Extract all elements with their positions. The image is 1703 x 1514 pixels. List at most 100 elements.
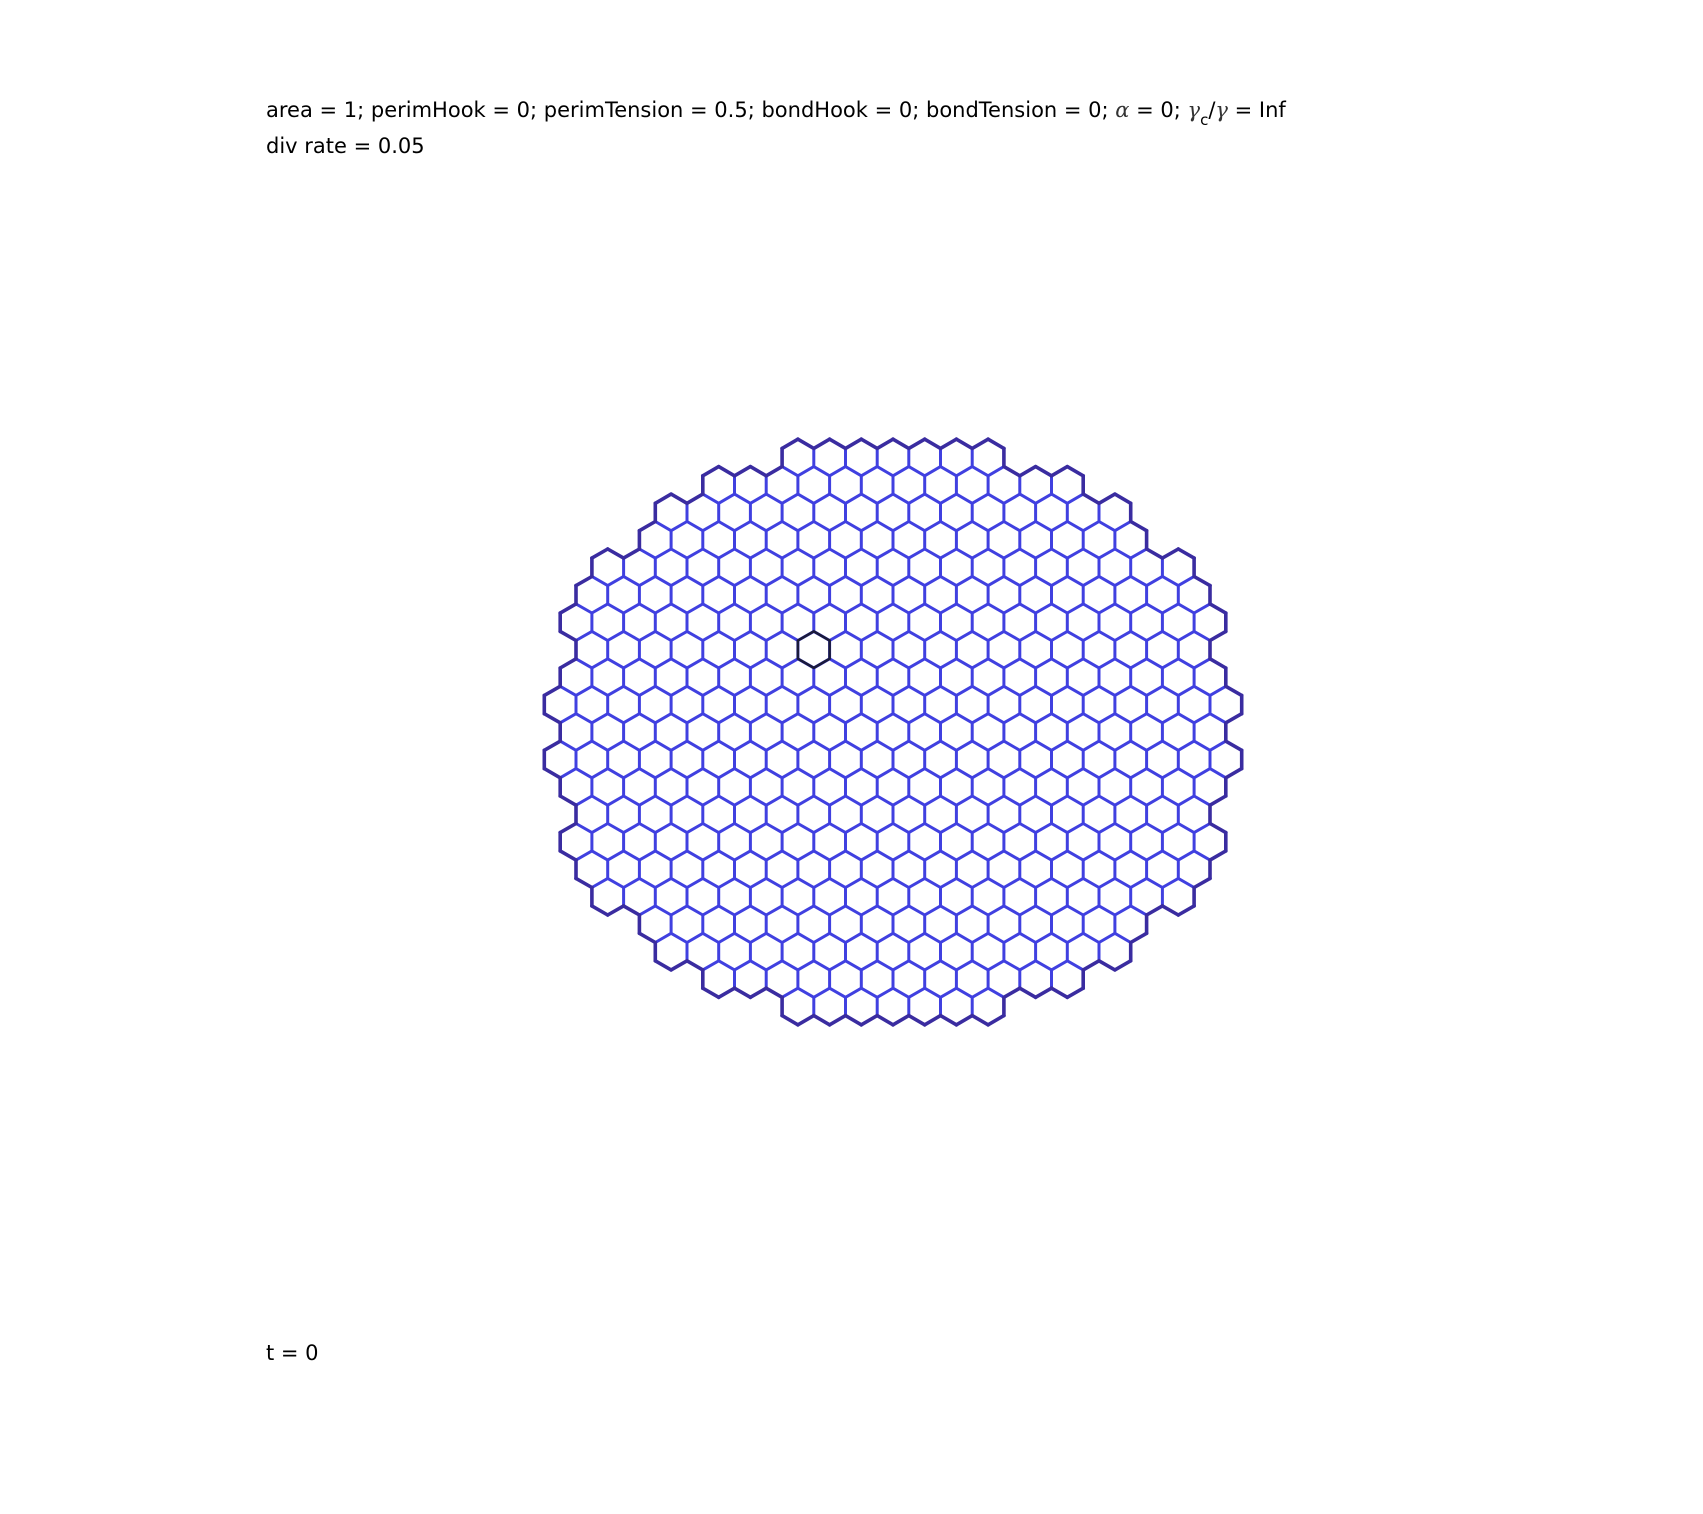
cell: [1145, 858, 1180, 889]
cell-bond: [701, 520, 721, 533]
cell-bond: [780, 492, 800, 505]
cell: [669, 529, 705, 560]
cell: [954, 639, 990, 670]
cell: [875, 721, 911, 752]
cell-bond: [891, 602, 911, 615]
cell-bond: [1145, 876, 1164, 889]
cell: [733, 639, 768, 670]
cell: [1050, 529, 1085, 560]
cell: [907, 501, 942, 533]
cell-bond: [844, 822, 863, 835]
cell-bond: [1192, 629, 1212, 642]
cell: [1034, 886, 1069, 917]
cell: [828, 748, 863, 780]
cell-bond: [558, 767, 578, 780]
cell-bond: [1034, 602, 1053, 615]
cell-bond: [574, 794, 594, 807]
cell: [1113, 693, 1149, 725]
cell-bond: [923, 684, 942, 697]
boundary-bond: [1128, 519, 1149, 533]
cell: [939, 501, 974, 533]
cell: [939, 886, 974, 917]
cell-bond: [606, 629, 626, 642]
cell-bond: [733, 629, 752, 642]
cell-bond: [1129, 876, 1149, 889]
cell: [1081, 584, 1117, 615]
cell-bond: [812, 849, 832, 862]
cell: [606, 748, 641, 780]
cell-bond: [1081, 520, 1101, 533]
cell-bond: [970, 465, 990, 478]
cell: [1081, 693, 1117, 725]
cell-bond: [701, 684, 721, 697]
cell-bond: [1065, 492, 1085, 505]
cell-bond: [970, 876, 990, 889]
boundary-bond: [542, 766, 563, 780]
cell-bond: [1097, 684, 1117, 697]
cell-bond: [1192, 657, 1212, 670]
cell-bond: [606, 876, 626, 889]
cell-bond: [717, 520, 736, 533]
boundary-bond: [1097, 492, 1117, 506]
cell: [574, 748, 610, 780]
cell-bond: [844, 492, 863, 505]
cell: [1145, 639, 1180, 670]
cell-bond: [939, 492, 958, 505]
cell: [700, 968, 737, 1000]
cell-bond: [622, 629, 641, 642]
cell-bond: [669, 684, 689, 697]
cell: [653, 721, 689, 752]
boundary-bond: [938, 1013, 959, 1027]
cell-bond: [733, 657, 752, 670]
cell-bond: [1002, 931, 1022, 944]
cell-bond: [733, 712, 752, 725]
cell-bond: [891, 904, 911, 917]
cell: [764, 693, 800, 725]
cell: [542, 739, 578, 780]
cell-bond: [923, 739, 942, 752]
cell-bond: [1050, 876, 1069, 889]
cell-bond: [796, 876, 816, 889]
cell-bond: [875, 986, 895, 999]
cell-bond: [1145, 822, 1164, 835]
cell-bond: [923, 849, 942, 862]
cell: [796, 803, 832, 835]
cell: [1113, 748, 1149, 780]
cell: [606, 639, 641, 670]
cell-bond: [828, 876, 847, 889]
cell: [653, 886, 689, 917]
cell: [653, 940, 689, 972]
cell-bond: [1160, 822, 1180, 835]
cell-bond: [954, 465, 974, 478]
cell-bond: [954, 520, 974, 533]
cell-bond: [1050, 657, 1069, 670]
cell-bond: [748, 492, 768, 505]
cell: [1145, 803, 1180, 835]
cell-bond: [828, 629, 847, 642]
cell-bond: [1097, 629, 1117, 642]
cell-bond: [875, 931, 895, 944]
cell: [1192, 775, 1228, 808]
cell-bond: [923, 794, 942, 807]
cell: [939, 831, 974, 862]
boundary-bond: [748, 986, 769, 1000]
cell-bond: [1002, 739, 1022, 752]
cell: [1050, 913, 1085, 944]
cell: [954, 584, 990, 615]
cell: [859, 803, 895, 835]
cell-bond: [733, 767, 752, 780]
cell-bond: [891, 492, 911, 505]
cell: [606, 584, 641, 615]
boundary-bond: [669, 492, 689, 506]
cell-bond: [1034, 876, 1053, 889]
cell: [780, 886, 816, 917]
cell-bond: [653, 794, 673, 807]
cell: [1192, 602, 1228, 643]
cell-bond: [939, 767, 958, 780]
cell-bond: [590, 739, 610, 752]
cell-bond: [1208, 739, 1228, 752]
cell-bond: [954, 822, 974, 835]
cell: [1002, 886, 1038, 917]
cell: [574, 574, 610, 615]
cell: [891, 803, 927, 835]
